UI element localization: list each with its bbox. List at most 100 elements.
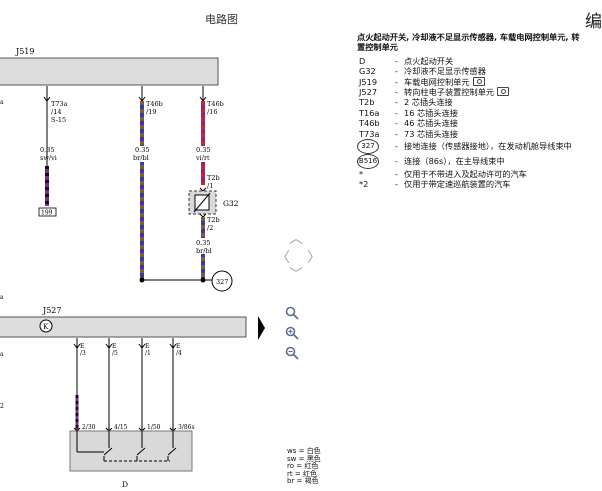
- j519-unit: [0, 57, 219, 86]
- legend-code: J519: [359, 76, 378, 87]
- j527-unit: [0, 316, 247, 338]
- legend-desc: 46 芯插头连接: [404, 118, 458, 129]
- j527-pin-1: E /3: [73, 338, 86, 357]
- ref-327-label: 327: [216, 278, 228, 286]
- pan-up-icon[interactable]: ︿: [289, 231, 303, 247]
- j527-pin-2-conn: E: [112, 343, 116, 350]
- legend-desc: 转向柱电子装置控制单元: [404, 86, 495, 97]
- legend-desc: 冷却液不足显示传感器: [404, 66, 486, 77]
- wire-color-br: br = 褐色: [287, 477, 319, 486]
- legend-desc: 车载电网控制单元: [404, 76, 470, 87]
- g32-top-pin: /1: [207, 182, 213, 190]
- wire-2-pin: /19: [146, 108, 156, 116]
- wire-color-sw: sw = 黑色: [287, 454, 321, 463]
- g32-top-conn: T2b: [207, 174, 220, 182]
- wire-1-pin: /14: [51, 108, 61, 116]
- ref-199-box[interactable]: [38, 207, 57, 217]
- wire-3-gauge: 0.35: [196, 146, 210, 154]
- legend-code: T2b: [359, 97, 375, 108]
- top-bar: 电路图 编: [0, 0, 602, 34]
- legend-item[interactable]: 327-接地连接（传感器接地），在发动机舱导线束中: [357, 138, 602, 154]
- j519-label: J519: [15, 47, 34, 56]
- j527-label: J527: [42, 306, 61, 315]
- legend-desc: 连接（86s），在主导线束中: [404, 155, 505, 166]
- wire-color-ro: ro = 红色: [287, 462, 319, 471]
- legend-desc: 73 芯插头连接: [404, 128, 458, 139]
- legend-desc: 2 芯插头连接: [404, 97, 453, 108]
- g32-bot-conn: T2b: [207, 216, 220, 224]
- legend-code: T46b: [359, 118, 380, 129]
- switch-pin-1: 2/30: [82, 424, 96, 431]
- j527-symbol: [39, 319, 53, 333]
- left-label: a: [0, 351, 4, 358]
- wire-1: T73a /14 S-15 0.35 sw/vi 199: [38, 86, 68, 217]
- wire-1-conn: T73a: [51, 100, 68, 108]
- legend-heading: 点火起动开关, 冷却液不足显示传感器, 车载电网控制单元, 转: [357, 32, 580, 42]
- g32-label: G32: [223, 199, 239, 208]
- wire-color-ws: ws = 白色: [287, 447, 321, 455]
- legend-item: T16a-16 芯插头连接: [359, 107, 458, 118]
- legend-ref-b516[interactable]: B516: [357, 153, 379, 169]
- pan-down-icon[interactable]: ﹀: [289, 267, 303, 283]
- j527-pin-4: E /4: [169, 338, 182, 357]
- wire-1-extra: S-15: [51, 116, 66, 124]
- switch-pin-4: 3/86s: [178, 424, 195, 431]
- legend-ref-327[interactable]: 327: [357, 138, 379, 154]
- j527-pin-3-num: /1: [145, 350, 151, 357]
- legend-item: *-仅用于不带进入及起动许可的汽车: [359, 168, 527, 179]
- ignition-switch-d: 2/30 4/15 1/50 3/86s D: [69, 424, 195, 489]
- j527-pin-4-conn: E: [176, 343, 180, 350]
- legend-item: D-点火起动开关: [359, 55, 454, 66]
- legend-code: G32: [359, 66, 376, 77]
- camera-icon[interactable]: [497, 86, 510, 96]
- page-title: 电路图: [205, 13, 238, 26]
- switch-pin-2: 4/15: [114, 424, 128, 431]
- junction-dot: [200, 277, 206, 283]
- legend-desc: 16 芯插头连接: [404, 107, 458, 118]
- left-label: a: [0, 294, 4, 301]
- legend-code: T16a: [359, 107, 380, 118]
- pan-right-icon[interactable]: 〉: [307, 250, 321, 266]
- legend-item: *2-仅用于带定速巡航装置的汽车: [359, 179, 511, 190]
- legend-item: G32-冷却液不足显示传感器: [359, 66, 486, 77]
- legend-code: T73a: [359, 128, 380, 139]
- j527-pin-2-num: /5: [112, 350, 118, 357]
- legend-item: T46b-46 芯插头连接: [359, 118, 458, 129]
- wire-1-gauge: 0.35: [40, 146, 54, 154]
- pan-left-icon[interactable]: 〈: [276, 250, 290, 266]
- ref-327-ground[interactable]: [211, 270, 233, 292]
- edit-button[interactable]: 编: [585, 12, 602, 32]
- legend-desc: 点火起动开关: [404, 55, 454, 66]
- j527-pin-4-num: /4: [176, 350, 182, 357]
- g32-wire-color: br/bl: [196, 247, 212, 255]
- camera-icon[interactable]: [472, 76, 485, 86]
- junction-dot: [139, 277, 145, 283]
- legend-heading-cont: 置控制单元: [357, 42, 398, 53]
- j527-pin-1-num: /3: [80, 350, 86, 357]
- zoom-out-icon[interactable]: [285, 346, 303, 364]
- switch-d-label: D: [122, 480, 128, 489]
- legend-panel: 点火起动开关, 冷却液不足显示传感器, 车载电网控制单元, 转 置控制单元 D-…: [357, 32, 602, 190]
- legend-item: J527-转向柱电子装置控制单元: [357, 86, 602, 97]
- legend-item[interactable]: B516-连接（86s），在主导线束中: [357, 153, 602, 169]
- left-label: 2: [0, 403, 4, 410]
- j527-pin-2: E /5: [105, 338, 118, 357]
- zoom-in-icon[interactable]: [285, 326, 303, 344]
- ref-199-label: 199: [41, 210, 53, 217]
- legend-code: J527: [359, 86, 378, 97]
- wire-3: T46b /16 0.35 vi/rt: [194, 86, 224, 185]
- switch-pin-3: 1/50: [147, 424, 161, 431]
- j527-pin-1-conn: E: [80, 343, 84, 350]
- search-icon[interactable]: [285, 306, 303, 324]
- wire-2-color: br/bl: [133, 154, 149, 162]
- left-label: a: [0, 99, 4, 106]
- wire-color-rt: rt = 红色: [287, 469, 317, 478]
- g32-bot-pin: /2: [207, 224, 213, 232]
- next-page-arrow-icon[interactable]: [258, 316, 265, 340]
- wire-3-color: vi/rt: [195, 154, 210, 162]
- wire-3-conn: T46b: [207, 100, 224, 108]
- legend-item: T73a-73 芯插头连接: [359, 128, 458, 139]
- wire-2-conn: T46b: [146, 100, 163, 108]
